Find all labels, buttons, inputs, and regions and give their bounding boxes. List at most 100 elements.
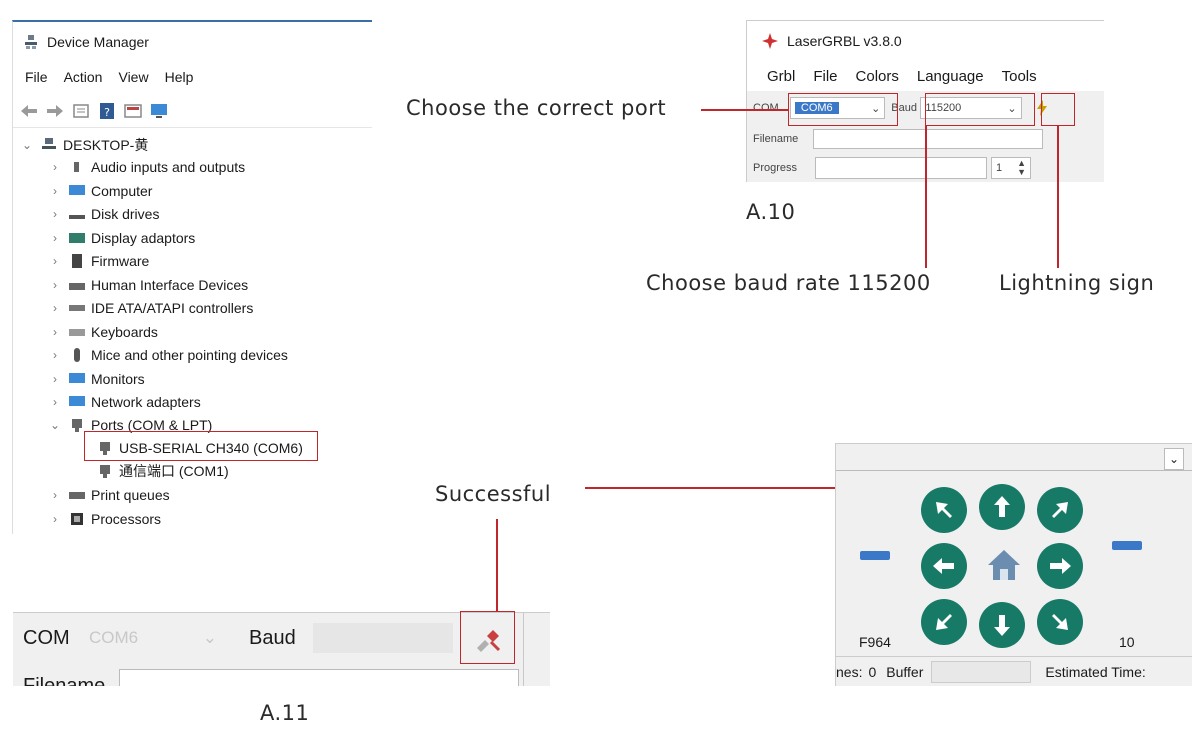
lightning-connect-icon[interactable] (1032, 97, 1053, 119)
progress-stepper[interactable]: 1 ▲▼ (991, 157, 1031, 179)
jog-dropdown[interactable]: ⌄ (1164, 448, 1184, 470)
jog-down-left-button[interactable] (921, 599, 967, 645)
tree-item-label: Print queues (91, 487, 170, 503)
chevron-right-icon[interactable]: › (53, 254, 57, 268)
tree-item-audio[interactable]: › Audio inputs and outputs (49, 156, 245, 178)
jog-down-right-button[interactable] (1037, 599, 1083, 645)
svg-text:?: ? (104, 106, 110, 119)
chevron-right-icon[interactable]: › (53, 231, 57, 245)
highlight-com6 (84, 431, 318, 461)
jog-divider (836, 470, 1192, 471)
jog-left-button[interactable] (921, 543, 967, 589)
chevron-right-icon[interactable]: › (53, 207, 57, 221)
keyboard-icon (69, 325, 85, 339)
filename-field[interactable] (813, 129, 1043, 149)
progress-label: Progress (753, 162, 798, 174)
lg-menu-grbl[interactable]: Grbl (767, 67, 796, 85)
tree-item-processors[interactable]: › Processors (49, 508, 161, 530)
chevron-right-icon[interactable]: › (53, 512, 57, 526)
status-bar: nes: 0 Buffer Estimated Time: (836, 656, 1192, 686)
chevron-right-icon[interactable]: › (53, 395, 57, 409)
caption-successful: Successful (435, 482, 552, 506)
chevron-down-icon[interactable]: ⌄ (49, 418, 61, 432)
jog-down-button[interactable] (979, 602, 1025, 648)
com-select[interactable]: COM6 ⌄ (789, 97, 886, 119)
properties-icon[interactable] (71, 102, 91, 120)
tree-item-monitors[interactable]: › Monitors (49, 368, 145, 390)
forward-arrow-icon[interactable] (45, 102, 65, 120)
tree-item-hid[interactable]: › Human Interface Devices (49, 274, 248, 296)
jog-up-right-button[interactable] (1037, 487, 1083, 533)
chevron-right-icon[interactable]: › (53, 325, 57, 339)
computer-icon (41, 138, 57, 152)
tree-item-display[interactable]: › Display adaptors (49, 227, 195, 249)
a11-baud-select[interactable] (313, 623, 453, 653)
tree-item-firmware[interactable]: › Firmware (49, 250, 149, 272)
a11-com-select[interactable]: COM6 ⌄ (83, 625, 223, 651)
lasergrbl-logo-icon (761, 32, 779, 50)
tree-item-keyboards[interactable]: › Keyboards (49, 321, 158, 343)
jog-up-button[interactable] (979, 484, 1025, 530)
display-adapter-icon (69, 231, 85, 245)
com-label: COM (753, 102, 779, 114)
processor-icon (69, 512, 85, 526)
jog-home-button[interactable] (982, 543, 1026, 587)
tree-root[interactable]: ⌄ DESKTOP-黄 (21, 134, 148, 156)
dm-menu-view[interactable]: View (118, 69, 149, 85)
lg-menu-colors[interactable]: Colors (855, 67, 899, 85)
port-icon (69, 418, 85, 432)
chevron-right-icon[interactable]: › (53, 301, 57, 315)
lg-menu-tools[interactable]: Tools (1001, 67, 1037, 85)
tree-item-ide[interactable]: › IDE ATA/ATAPI controllers (49, 297, 253, 319)
tree-item-mice[interactable]: › Mice and other pointing devices (49, 344, 288, 366)
step-value: 10 (1119, 634, 1135, 650)
chevron-right-icon[interactable]: › (53, 278, 57, 292)
dm-menu-file[interactable]: File (25, 69, 48, 85)
a11-com-label: COM (23, 627, 70, 649)
chevron-right-icon[interactable]: › (53, 488, 57, 502)
chevron-right-icon[interactable]: › (53, 348, 57, 362)
help-icon[interactable]: ? (97, 102, 117, 120)
lg-menu-language[interactable]: Language (916, 67, 984, 85)
dm-menu-help[interactable]: Help (164, 69, 194, 85)
tree-item-print[interactable]: › Print queues (49, 484, 170, 506)
chevron-right-icon[interactable]: › (53, 160, 57, 174)
tree-item-network[interactable]: › Network adapters (49, 391, 201, 413)
left-slider-thumb[interactable] (860, 551, 890, 560)
highlight-com-select (788, 93, 898, 126)
network-adapter-icon (69, 395, 85, 409)
caption-a11: A.11 (260, 701, 310, 725)
caption-baud-rate: Choose baud rate 115200 (646, 271, 931, 295)
a11-baud-label: Baud (249, 627, 296, 649)
update-driver-icon[interactable] (123, 102, 143, 120)
dm-menu-action[interactable]: Action (63, 69, 103, 85)
tree-item-ports[interactable]: ⌄ Ports (COM & LPT) (49, 414, 212, 436)
callout-line-lightning (1057, 126, 1059, 268)
tree-item-label: Firmware (91, 253, 150, 269)
highlight-baud-select (925, 93, 1035, 126)
disconnect-plug-icon[interactable] (468, 619, 508, 659)
monitor-icon[interactable] (149, 102, 169, 120)
estimated-time-label: Estimated Time: (1045, 664, 1146, 680)
tree-item-computer[interactable]: › Computer (49, 180, 152, 202)
baud-select[interactable]: 115200 ⌄ (920, 97, 1022, 119)
tree-item-disk[interactable]: › Disk drives (49, 203, 159, 225)
lg-menu-file[interactable]: File (813, 67, 838, 85)
tree-port-com6[interactable]: USB-SERIAL CH340 (COM6) (97, 437, 303, 459)
jog-up-left-button[interactable] (921, 487, 967, 533)
a11-filename-field[interactable] (119, 669, 519, 686)
jog-right-button[interactable] (1037, 543, 1083, 589)
tree-item-label: Ports (COM & LPT) (91, 417, 213, 433)
right-slider-thumb[interactable] (1112, 541, 1142, 550)
chevron-right-icon[interactable]: › (53, 372, 57, 386)
ide-controller-icon (69, 301, 85, 315)
tree-port-com1[interactable]: 通信端口 (COM1) (97, 460, 229, 482)
arrow-up-icon (994, 496, 1010, 517)
a11-divider (523, 613, 524, 686)
chevron-right-icon[interactable]: › (53, 184, 57, 198)
chevron-down-icon[interactable]: ⌄ (21, 138, 33, 152)
back-arrow-icon[interactable] (19, 102, 39, 120)
tree-item-label: Human Interface Devices (91, 277, 249, 293)
lines-label: nes: (836, 664, 863, 680)
lg-connection-row: COM COM6 ⌄ Baud 115200 ⌄ (753, 97, 1053, 119)
